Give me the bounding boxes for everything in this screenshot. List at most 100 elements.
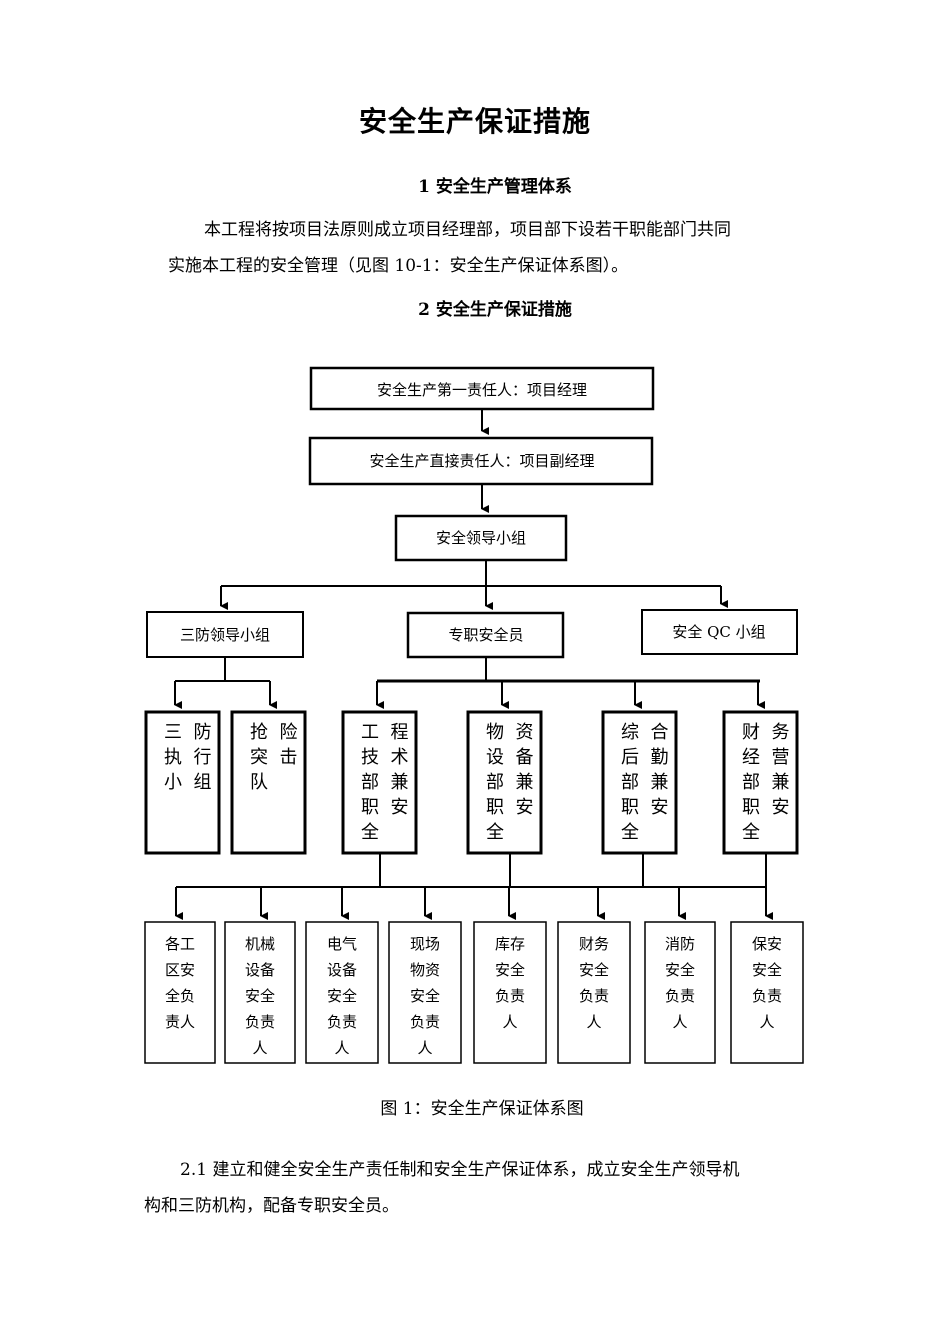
section-heading-1: 1 安全生产管理体系 xyxy=(418,177,572,197)
page-title: 安全生产保证措施 xyxy=(358,105,591,138)
responsible-box-5-line-3: 人 xyxy=(586,1013,601,1031)
dept-box-4: 综 合后 勤部 兼职 安全 xyxy=(601,710,678,855)
responsible-box-6-line-3: 人 xyxy=(672,1013,687,1031)
svg-text:安全领导小组: 安全领导小组 xyxy=(436,529,526,547)
responsible-box-7-line-0: 保安 xyxy=(752,935,782,953)
responsible-box-7-line-3: 人 xyxy=(759,1013,774,1031)
responsible-box-2-line-2: 安全 xyxy=(327,987,357,1005)
responsible-box-7-line-2: 负责 xyxy=(752,987,782,1005)
dept-box-1-line-1: 突 击 xyxy=(250,747,297,768)
dept-box-4-line-3: 职 安 xyxy=(621,797,668,818)
responsible-box-1-line-2: 安全 xyxy=(245,987,275,1005)
responsible-box-0-line-2: 全负 xyxy=(165,987,195,1005)
dept-box-4-line-1: 后 勤 xyxy=(621,747,668,768)
dept-box-1: 抢 险突 击队 xyxy=(230,710,307,855)
responsible-box-1-line-4: 人 xyxy=(252,1039,267,1057)
dept-box-2-line-0: 工 程 xyxy=(361,722,408,743)
paragraph-2-line-1: 2.1 建立和健全安全生产责任制和安全生产保证体系，成立安全生产领导机 xyxy=(180,1160,740,1180)
responsible-box-5-line-1: 安全 xyxy=(579,961,609,979)
responsible-box-4-line-2: 负责 xyxy=(495,987,525,1005)
section-heading-2: 2 安全生产保证措施 xyxy=(418,300,572,320)
dept-box-5-line-3: 职 安 xyxy=(742,797,789,818)
responsible-box-3-line-2: 安全 xyxy=(410,987,440,1005)
dept-box-0-line-0: 三 防 xyxy=(164,722,211,743)
box-mid-sanfang: 三防领导小组 xyxy=(146,611,304,658)
paragraph-2-line-2: 构和三防机构，配备专职安全员。 xyxy=(144,1196,399,1216)
responsible-box-6-line-2: 负责 xyxy=(665,987,695,1005)
responsible-box-1-line-0: 机械 xyxy=(245,935,275,953)
responsible-box-2-line-4: 人 xyxy=(334,1039,349,1057)
dept-box-3: 物 资设 备部 兼职 安全 xyxy=(466,710,543,855)
responsible-box-4-line-3: 人 xyxy=(502,1013,517,1031)
responsible-box-5-line-0: 财务 xyxy=(579,935,609,953)
dept-box-0: 三 防执 行小 组 xyxy=(144,710,221,855)
dept-box-5: 财 务经 营部 兼职 安全 xyxy=(722,710,799,855)
dept-box-0-line-1: 执 行 xyxy=(164,747,211,768)
responsible-box-3-line-3: 负责 xyxy=(410,1013,440,1031)
responsible-person-boxes: 各工区安全负责人机械设备安全负责人电气设备安全负责人现场物资安全负责人库存安全负… xyxy=(144,921,804,1064)
dept-box-3-line-1: 设 备 xyxy=(486,747,533,768)
svg-text:安全生产直接责任人：项目副经理: 安全生产直接责任人：项目副经理 xyxy=(369,452,594,470)
responsible-box-4-line-1: 安全 xyxy=(495,961,525,979)
paragraph-1-line-1: 本工程将按项目法原则成立项目经理部，项目部下设若干职能部门共同 xyxy=(204,220,731,240)
svg-text:安全生产第一责任人：项目经理: 安全生产第一责任人：项目经理 xyxy=(377,381,587,399)
dept-box-2: 工 程技 术部 兼职 安全 xyxy=(341,710,418,855)
box-mid-qc-group: 安全 QC 小组 xyxy=(641,609,798,655)
responsible-box-2-line-1: 设备 xyxy=(327,961,357,979)
responsible-box-5-line-2: 负责 xyxy=(579,987,609,1005)
responsible-box-2-line-3: 负责 xyxy=(327,1013,357,1031)
dept-box-2-line-3: 职 安 xyxy=(361,797,408,818)
dept-box-1-line-0: 抢 险 xyxy=(250,722,297,743)
responsible-box-2-line-0: 电气 xyxy=(327,935,357,953)
dept-box-3-line-0: 物 资 xyxy=(486,722,533,743)
responsible-box-4-line-0: 库存 xyxy=(495,935,525,953)
dept-box-5-line-0: 财 务 xyxy=(742,722,789,743)
dept-box-5-line-1: 经 营 xyxy=(742,747,789,768)
dept-box-2-line-4: 全 xyxy=(361,822,379,843)
dept-box-5-line-2: 部 兼 xyxy=(742,772,789,793)
responsible-box-1-line-1: 设备 xyxy=(245,961,275,979)
dept-box-3-line-2: 部 兼 xyxy=(486,772,533,793)
responsible-box-3-line-1: 物资 xyxy=(410,961,440,979)
box-first-responsible: 安全生产第一责任人：项目经理 xyxy=(309,366,655,411)
paragraph-1: 本工程将按项目法原则成立项目经理部，项目部下设若干职能部门共同 实施本工程的安全… xyxy=(168,212,808,284)
dept-box-4-line-2: 部 兼 xyxy=(621,772,668,793)
dept-box-4-line-0: 综 合 xyxy=(621,722,668,743)
box-direct-responsible: 安全生产直接责任人：项目副经理 xyxy=(308,436,654,486)
dept-box-4-line-4: 全 xyxy=(621,822,639,843)
responsible-box-3-line-4: 人 xyxy=(417,1039,432,1057)
responsible-box-6-line-0: 消防 xyxy=(665,935,695,953)
chart-connectors xyxy=(174,409,773,920)
dept-box-3-line-3: 职 安 xyxy=(486,797,533,818)
responsible-box-7-line-1: 安全 xyxy=(752,961,782,979)
responsible-box-6-line-1: 安全 xyxy=(665,961,695,979)
responsible-box-0-line-1: 区安 xyxy=(165,961,195,979)
svg-text:专职安全员: 专职安全员 xyxy=(448,626,523,644)
responsible-box-0-line-3: 责人 xyxy=(165,1013,195,1031)
svg-text:三防领导小组: 三防领导小组 xyxy=(180,626,270,644)
figure-caption: 图 1：安全生产保证体系图 xyxy=(380,1099,584,1119)
dept-box-2-line-1: 技 术 xyxy=(361,747,408,768)
svg-text:安全 QC 小组: 安全 QC 小组 xyxy=(672,623,765,641)
paragraph-2: 2.1 建立和健全安全生产责任制和安全生产保证体系，成立安全生产领导机 构和三防… xyxy=(144,1152,808,1224)
dept-box-0-line-2: 小 组 xyxy=(164,772,211,793)
department-boxes: 三 防执 行小 组抢 险突 击队工 程技 术部 兼职 安全物 资设 备部 兼职 … xyxy=(144,710,799,855)
responsible-box-3-line-0: 现场 xyxy=(410,935,440,953)
box-safety-leadership-group: 安全领导小组 xyxy=(394,514,568,562)
paragraph-1-line-2: 实施本工程的安全管理（见图 10-1：安全生产保证体系图）。 xyxy=(168,256,629,276)
responsible-box-0-line-0: 各工 xyxy=(165,935,195,953)
dept-box-2-line-2: 部 兼 xyxy=(361,772,408,793)
responsible-box-1-line-3: 负责 xyxy=(245,1013,275,1031)
dept-box-3-line-4: 全 xyxy=(486,822,504,843)
box-mid-safety-officer: 专职安全员 xyxy=(406,611,565,659)
dept-box-5-line-4: 全 xyxy=(742,822,760,843)
